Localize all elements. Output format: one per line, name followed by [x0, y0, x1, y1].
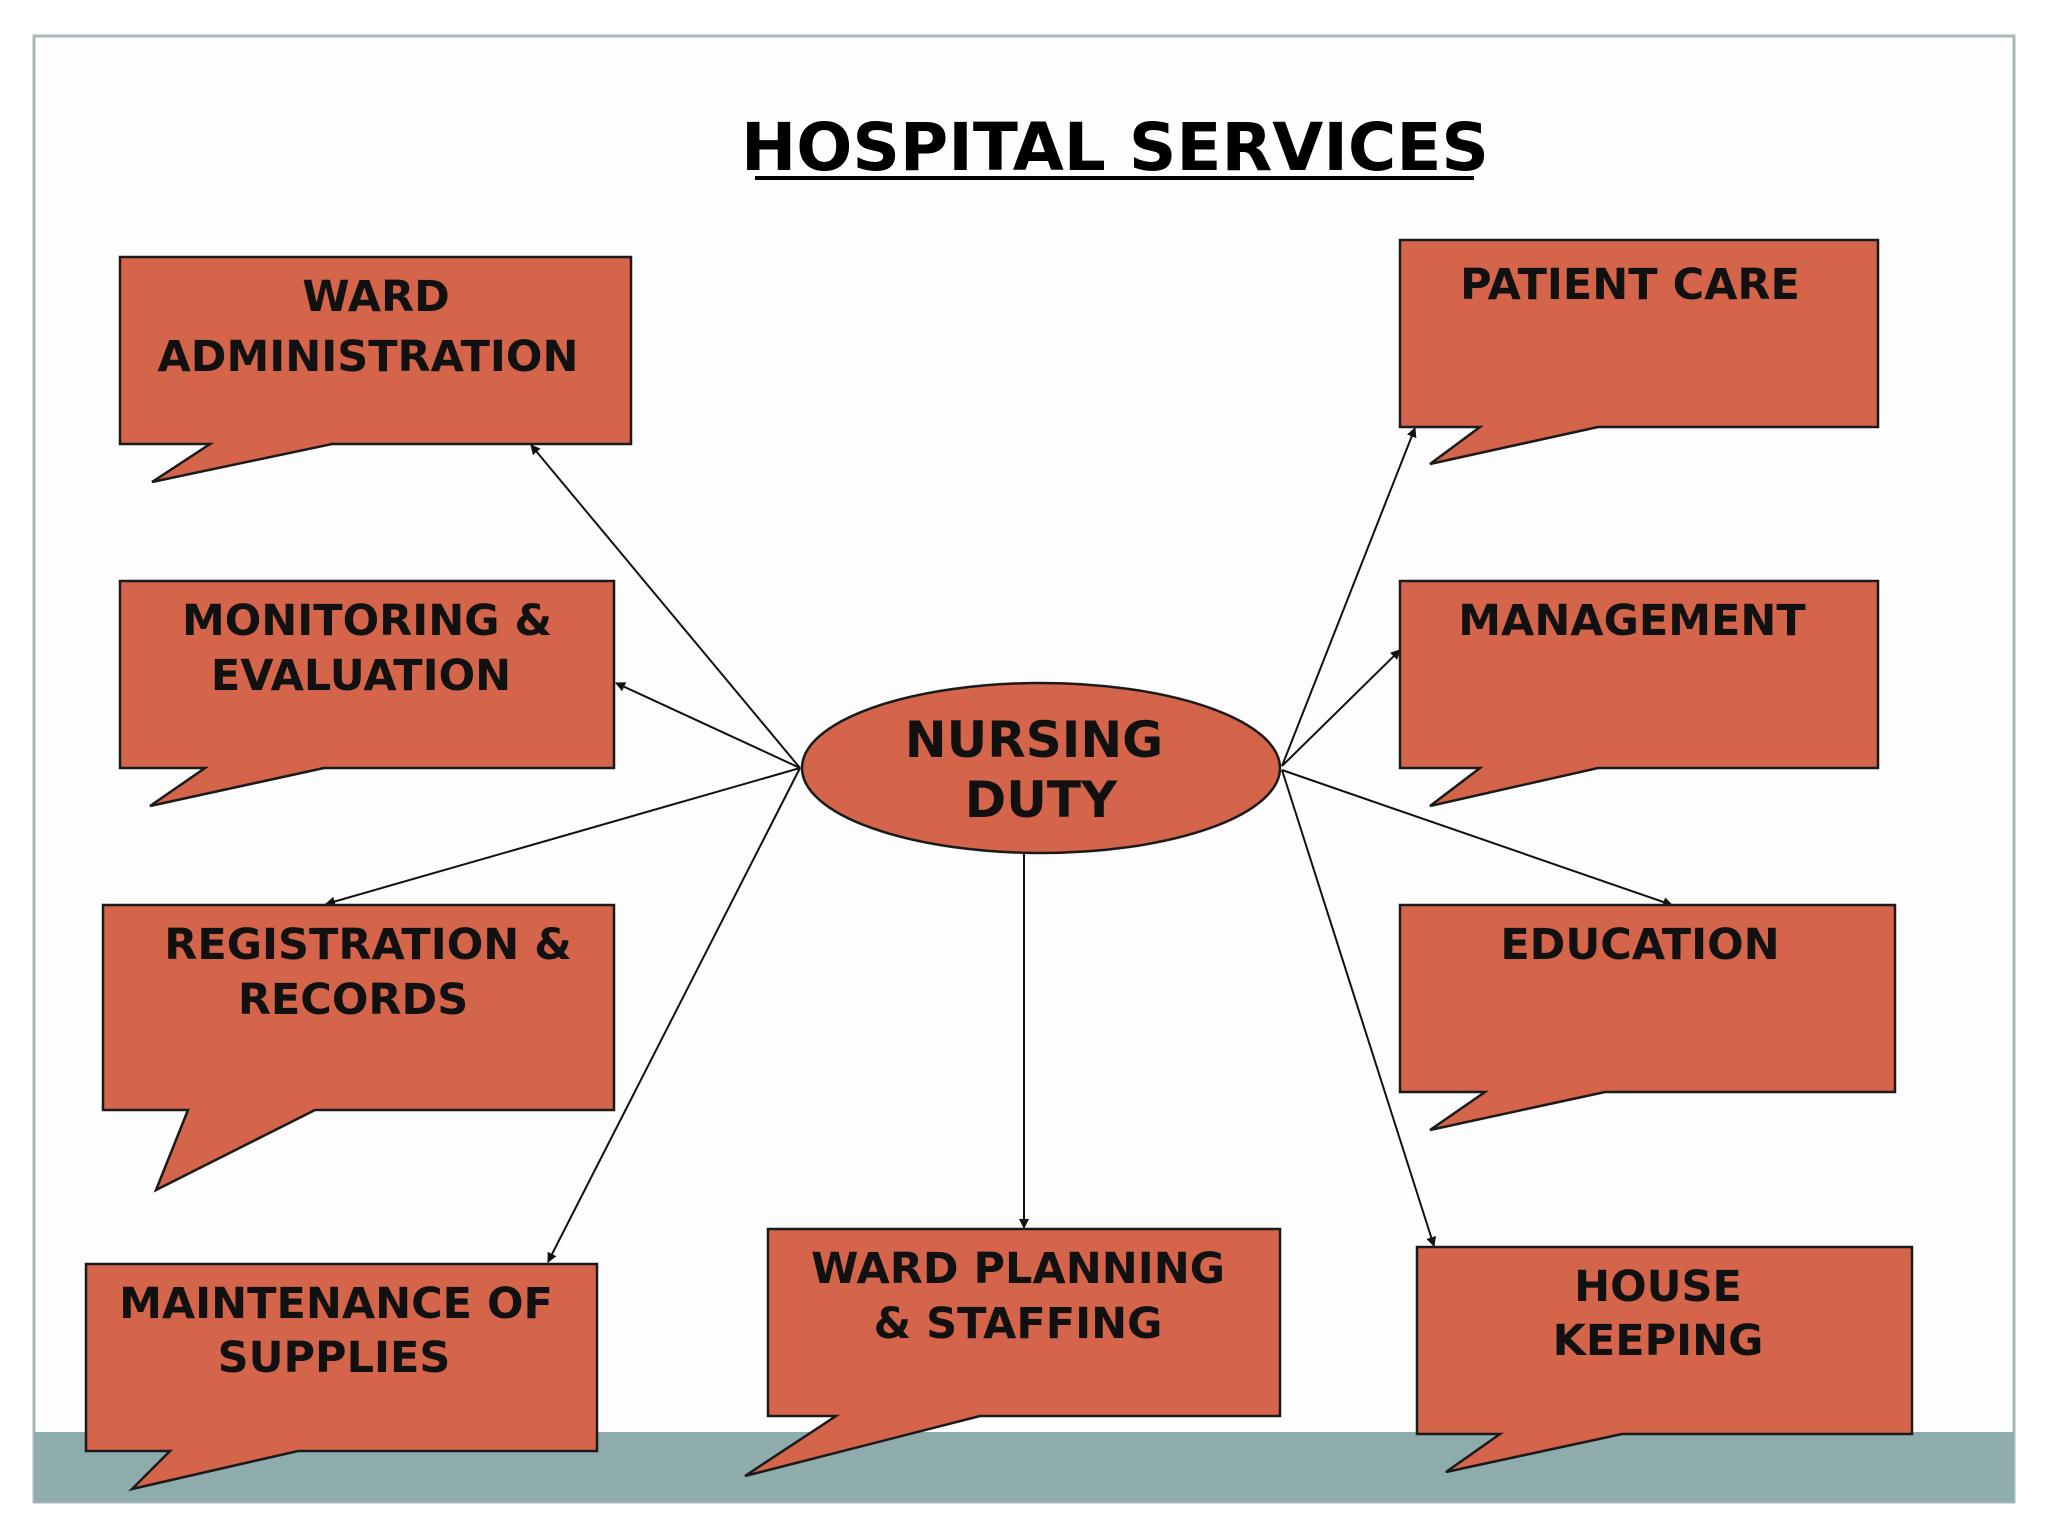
connector-ward-administration [530, 444, 801, 769]
connectors [325, 427, 1673, 1263]
callout-shape [1415, 1245, 1914, 1474]
callout-education: EDUCATION [1398, 903, 1897, 1132]
callout-maintenance-of-supplies: MAINTENANCE OF SUPPLIES [84, 1262, 599, 1492]
connector-education [1281, 769, 1673, 907]
center-node-nursing-duty: NURSING DUTY [800, 681, 1282, 855]
callout-shape [1398, 579, 1880, 808]
callout-shape [744, 1227, 1282, 1478]
callout-management: MANAGEMENT [1398, 579, 1880, 808]
diagram-title: HOSPITAL SERVICES [741, 109, 1489, 186]
callout-label-line-1: REGISTRATION & [164, 920, 571, 970]
connector-house-keeping [1281, 769, 1437, 1247]
callout-label-line-1: WARD PLANNING [811, 1244, 1225, 1294]
callout-shape [118, 579, 616, 808]
center-label-line-2: DUTY [965, 771, 1118, 829]
center-label-line-1: NURSING [905, 711, 1163, 769]
connector-management [1281, 649, 1401, 767]
callout-label-line-1: MONITORING & [182, 596, 552, 646]
callout-label-line-1: WARD [302, 272, 450, 322]
connector-monitoring-evaluation [615, 682, 801, 769]
callout-ward-administration: WARD ADMINISTRATION [118, 255, 633, 484]
callout-patient-care: PATIENT CARE [1398, 238, 1880, 466]
callout-label-line-2: EVALUATION [211, 651, 511, 701]
callout-label-line-2: & STAFFING [874, 1299, 1163, 1349]
center-ellipse [800, 681, 1282, 855]
connector-maintenance-of-supplies [547, 767, 801, 1263]
callout-registration-records: REGISTRATION & RECORDS [101, 903, 616, 1193]
callout-shape [1398, 903, 1897, 1132]
connector-registration-records [325, 767, 801, 907]
callout-label-line-1: MANAGEMENT [1458, 596, 1806, 646]
callout-label-line-2: SUPPLIES [218, 1333, 451, 1383]
callout-monitoring-evaluation: MONITORING & EVALUATION [118, 579, 616, 808]
callout-shape [84, 1262, 599, 1492]
callout-label-line-1: PATIENT CARE [1460, 260, 1800, 310]
callout-shape [101, 903, 616, 1193]
callout-shape [1398, 238, 1880, 466]
callout-label-line-1: HOUSE [1574, 1262, 1742, 1312]
callout-label-line-2: ADMINISTRATION [158, 332, 579, 382]
callout-label-line-1: EDUCATION [1500, 920, 1779, 970]
callout-shape [118, 255, 633, 484]
callout-label-line-2: RECORDS [238, 975, 468, 1025]
callout-house-keeping: HOUSE KEEPING [1415, 1245, 1914, 1474]
connector-patient-care [1281, 427, 1417, 767]
callout-ward-planning-staffing: WARD PLANNING & STAFFING [744, 1227, 1282, 1478]
callout-label-line-1: MAINTENANCE OF [119, 1279, 553, 1329]
callout-label-line-2: KEEPING [1553, 1316, 1764, 1366]
